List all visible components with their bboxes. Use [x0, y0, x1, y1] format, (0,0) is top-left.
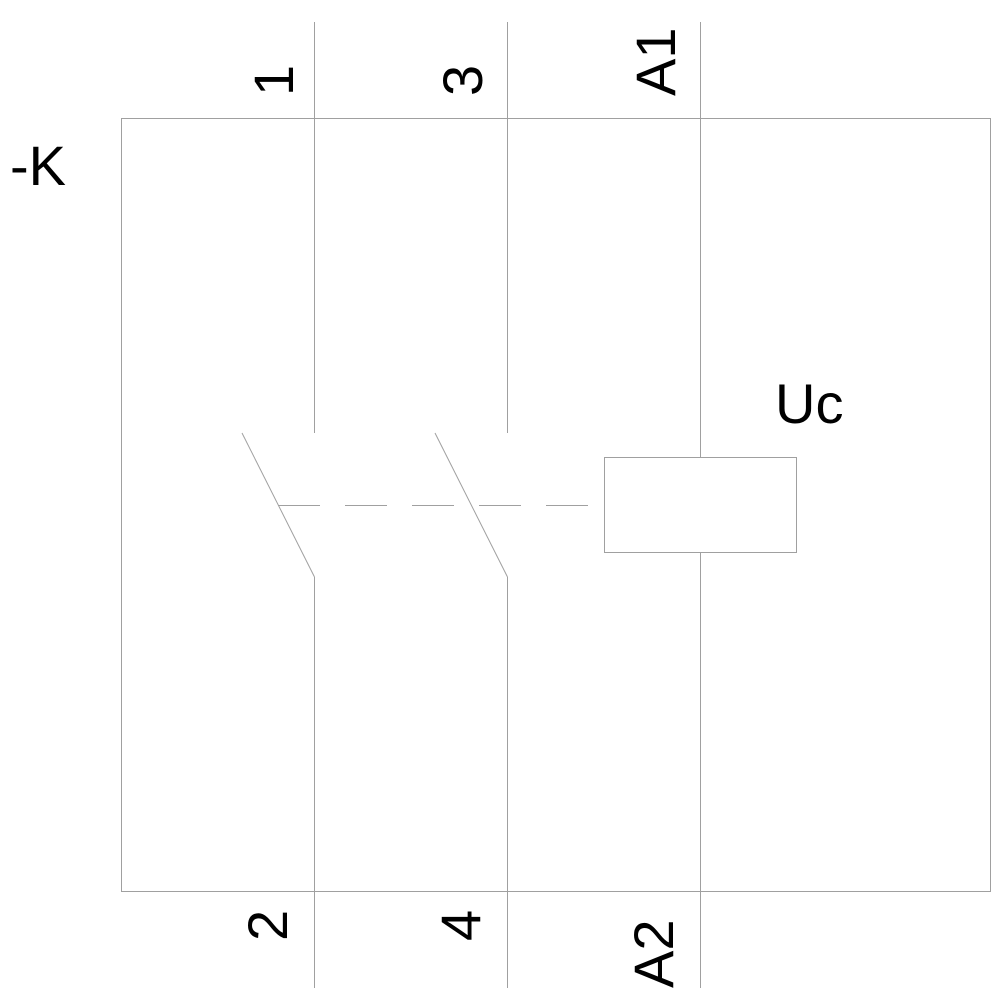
- coil-box: [604, 457, 797, 553]
- pole-2-contact: [434, 432, 508, 578]
- device-outline: [121, 118, 991, 892]
- terminal-label-3: 3: [431, 64, 494, 96]
- terminal-label-a1: A1: [624, 27, 687, 97]
- coil-label: Uc: [775, 372, 844, 435]
- terminal-label-4: 4: [429, 909, 492, 941]
- terminal-label-1: 1: [242, 64, 305, 96]
- device-designation: -K: [10, 134, 66, 197]
- terminal-label-a2: A2: [622, 919, 685, 989]
- terminal-label-2: 2: [236, 909, 299, 941]
